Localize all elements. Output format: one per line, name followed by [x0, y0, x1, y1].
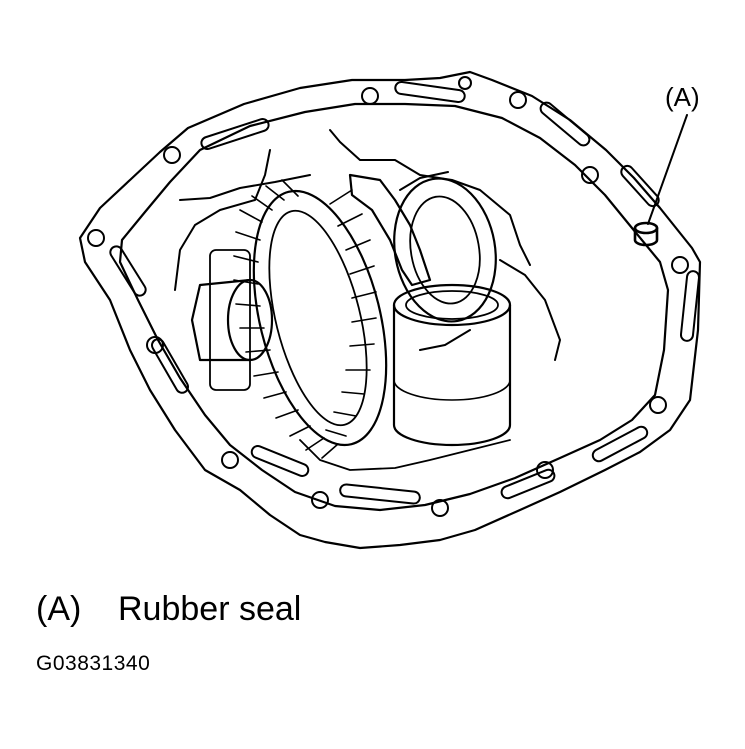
rubber-seal	[633, 221, 659, 247]
pinion-sleeve	[392, 283, 512, 447]
side-bearing-right-outer	[393, 177, 497, 323]
callout-leader-line	[647, 114, 688, 225]
flange-slots	[109, 80, 701, 505]
legend-text: Rubber seal	[118, 590, 302, 628]
differential-case-illustration: (A)	[78, 70, 702, 550]
case-flange-outline	[78, 70, 702, 550]
housing-inner-ledge	[179, 174, 561, 361]
ring-gear-body	[252, 189, 388, 447]
housing-back-wall	[174, 129, 531, 291]
case-floor-contour	[299, 439, 511, 471]
left-bearing-cap	[209, 249, 251, 391]
ring-gear-inner	[268, 209, 368, 427]
ring-gear-teeth	[233, 179, 377, 459]
legend-key: (A)	[36, 590, 82, 628]
case-flange-inner-outline	[118, 102, 670, 512]
side-bearing-right-inner	[409, 195, 481, 305]
callout-label: (A)	[665, 82, 700, 112]
left-axle-stub	[190, 278, 252, 362]
figure-code: G03831340	[36, 652, 151, 675]
right-bearing-cap	[399, 171, 471, 351]
legend-row: (A) Rubber seal	[36, 590, 301, 629]
differential-carrier	[348, 173, 432, 287]
bolt-holes	[87, 76, 689, 517]
